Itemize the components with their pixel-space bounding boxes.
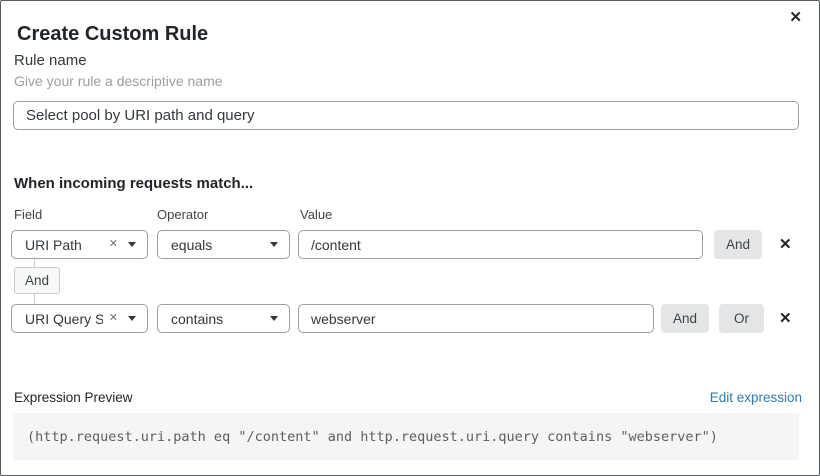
field-select[interactable]: URI Query St... ✕ xyxy=(11,304,148,333)
operator-select[interactable]: equals xyxy=(157,230,290,259)
rule-name-input[interactable] xyxy=(13,101,799,130)
condition-row: URI Path ✕ equals And ✕ xyxy=(11,230,809,259)
operator-select-value: equals xyxy=(171,236,213,253)
chevron-down-icon xyxy=(128,242,136,247)
operator-select[interactable]: contains xyxy=(157,304,290,333)
remove-condition-icon[interactable]: ✕ xyxy=(779,236,792,253)
chevron-down-icon xyxy=(270,242,278,247)
chevron-down-icon xyxy=(270,316,278,321)
operator-select-value: contains xyxy=(171,310,224,327)
field-column-label: Field xyxy=(14,207,43,222)
match-heading: When incoming requests match... xyxy=(14,175,254,192)
close-icon[interactable]: ✕ xyxy=(789,9,802,26)
operator-column-label: Operator xyxy=(157,207,209,222)
value-input[interactable] xyxy=(298,304,654,333)
expression-preview-label: Expression Preview xyxy=(14,390,133,405)
clear-selection-icon[interactable]: ✕ xyxy=(108,312,118,324)
chevron-down-icon xyxy=(128,316,136,321)
add-or-condition-button[interactable]: Or xyxy=(719,304,764,333)
rule-name-label: Rule name xyxy=(14,52,87,69)
connector-line xyxy=(34,259,35,268)
field-select-value: URI Query St... xyxy=(25,310,103,327)
add-and-condition-button[interactable]: And xyxy=(714,230,762,259)
add-and-condition-button[interactable]: And xyxy=(661,304,709,333)
remove-condition-icon[interactable]: ✕ xyxy=(779,310,792,327)
clear-selection-icon[interactable]: ✕ xyxy=(108,238,118,250)
and-connector-badge: And xyxy=(14,267,61,294)
connector-line xyxy=(34,293,35,305)
edit-expression-link[interactable]: Edit expression xyxy=(709,390,802,405)
expression-preview-code: (http.request.uri.path eq "/content" and… xyxy=(13,413,799,460)
value-column-label: Value xyxy=(300,207,333,222)
field-select-value: URI Path xyxy=(25,236,82,253)
rule-name-hint: Give your rule a descriptive name xyxy=(14,73,223,89)
condition-row: URI Query St... ✕ contains And Or ✕ xyxy=(11,304,809,333)
page-title: Create Custom Rule xyxy=(17,23,209,46)
field-select[interactable]: URI Path ✕ xyxy=(11,230,148,259)
value-input[interactable] xyxy=(298,230,703,259)
